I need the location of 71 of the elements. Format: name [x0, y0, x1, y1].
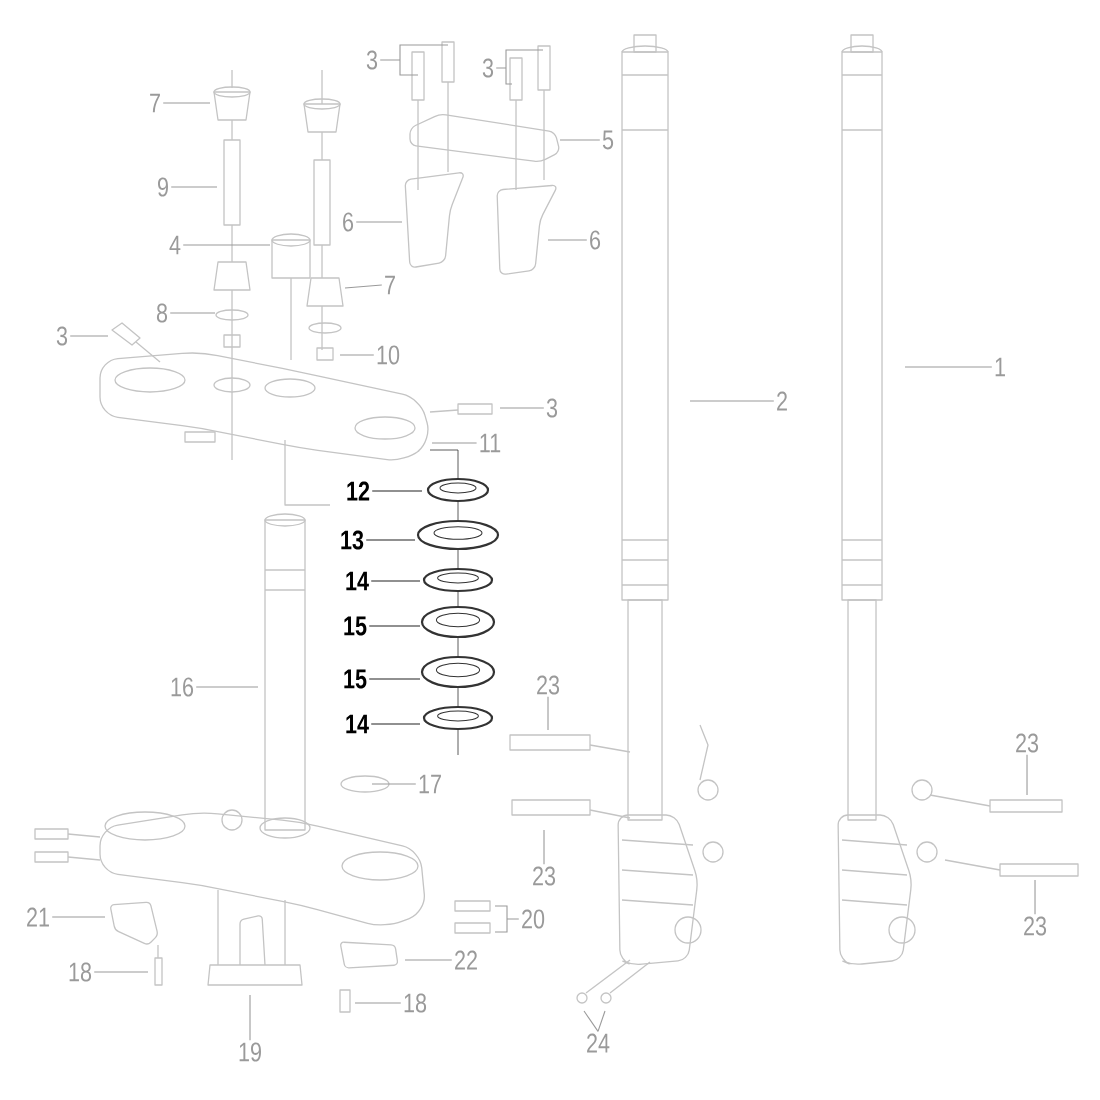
callout-number: 23 [533, 866, 556, 886]
leader-line [344, 284, 383, 289]
leader-line [494, 905, 520, 933]
leader-line [355, 221, 403, 223]
leader-line [170, 186, 218, 188]
leader-line [365, 539, 416, 541]
leader-line [354, 1002, 402, 1004]
callout-number: 22 [455, 950, 477, 970]
callout-number: 16 [171, 677, 194, 697]
callout-number: 5 [602, 130, 614, 150]
callout-number: 1 [995, 357, 1005, 377]
leader-line [169, 312, 216, 314]
leader-line [370, 580, 421, 582]
callout-number: 23 [1016, 733, 1039, 753]
leader-line [371, 490, 423, 492]
leader-line [379, 44, 449, 76]
leader-line [559, 139, 601, 141]
leader-line [547, 239, 588, 241]
callout-number: 18 [404, 993, 427, 1013]
callout-number: 20 [522, 909, 545, 929]
leader-line [182, 244, 271, 246]
leader-line [431, 442, 478, 444]
callout-number: 14 [346, 714, 369, 734]
leader-line [689, 400, 775, 402]
callout-number: 4 [169, 235, 181, 255]
leader-line [499, 407, 545, 409]
callout-number: 6 [590, 230, 601, 250]
callout-number: 6 [343, 212, 354, 232]
callout-number: 3 [482, 58, 494, 78]
leader-line [162, 102, 211, 104]
leader-line [404, 959, 453, 961]
leader-line [371, 783, 417, 785]
leader-line [69, 335, 109, 337]
callout-number: 23 [1024, 916, 1047, 936]
callout-number: 10 [377, 345, 400, 365]
leader-line [543, 829, 545, 865]
leader-line [495, 49, 544, 85]
leader-line [1026, 754, 1028, 796]
callout-number: 15 [344, 616, 367, 636]
leader-line [597, 1010, 606, 1032]
callout-number: 23 [537, 675, 560, 695]
callout-number: 3 [56, 326, 68, 346]
leader-line [93, 971, 149, 973]
callout-number: 13 [341, 530, 364, 550]
callout-number: 7 [385, 275, 395, 295]
callout-number: 17 [419, 774, 441, 794]
leader-line [51, 916, 106, 918]
leader-line [1034, 879, 1036, 915]
leader-line [368, 678, 421, 680]
callout-number: 19 [239, 1042, 261, 1062]
callout-number: 15 [344, 669, 367, 689]
callout-number: 12 [347, 481, 370, 501]
leader-line [249, 994, 251, 1041]
callout-number: 11 [480, 433, 501, 453]
leader-line [547, 696, 549, 731]
callout-number: 3 [546, 398, 558, 418]
callout-number: 18 [69, 962, 92, 982]
callout-number: 2 [777, 391, 787, 411]
callout-number: 14 [346, 571, 369, 591]
leader-line [583, 1010, 599, 1032]
callout-number: 24 [587, 1033, 610, 1053]
leader-line [195, 686, 259, 688]
leader-line [904, 366, 993, 368]
callout-number: 21 [27, 907, 49, 927]
callout-number: 9 [158, 177, 168, 197]
callout-number: 7 [150, 93, 160, 113]
callout-number: 8 [156, 303, 168, 323]
leader-line [339, 354, 375, 356]
callout-number: 3 [366, 50, 378, 70]
leader-line [368, 625, 421, 627]
leader-line [370, 723, 421, 725]
